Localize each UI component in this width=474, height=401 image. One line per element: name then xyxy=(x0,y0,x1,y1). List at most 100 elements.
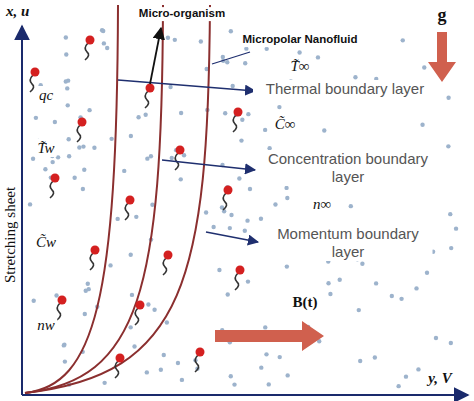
nanoparticle xyxy=(246,279,250,283)
sheet-label: Stretching sheet xyxy=(1,185,19,285)
nanoparticle xyxy=(64,52,68,56)
nanoparticle xyxy=(285,264,289,268)
nanoparticle xyxy=(101,29,105,33)
organism-arrow xyxy=(150,28,161,84)
nanoparticle xyxy=(122,169,126,173)
nanoparticle xyxy=(446,144,450,148)
micro-organism xyxy=(90,246,100,271)
organism-body xyxy=(136,301,145,310)
nanoparticle xyxy=(199,39,203,43)
organism-tail xyxy=(50,181,54,198)
nanoparticle xyxy=(28,202,32,206)
leader-arrow xyxy=(162,160,255,170)
nanoparticle xyxy=(416,367,420,371)
organism-label: Micro-organism xyxy=(137,7,227,21)
micro-organism xyxy=(77,118,87,143)
organism-body xyxy=(164,251,173,260)
nanoparticle xyxy=(152,307,156,311)
nanoparticle xyxy=(422,65,426,69)
magnetic-field-arrow xyxy=(215,321,324,351)
nanoparticle xyxy=(54,293,58,297)
nanoparticle xyxy=(284,186,288,190)
micro-organism xyxy=(50,174,60,199)
micro-organism xyxy=(195,348,205,373)
nanoparticle xyxy=(316,55,320,59)
nanoparticle xyxy=(67,154,71,158)
nanoparticle xyxy=(264,352,268,356)
organism-tail xyxy=(57,303,61,320)
micro-organism xyxy=(163,251,173,276)
nanoparticle xyxy=(259,365,263,369)
ambient-organism-density: n∞ xyxy=(311,195,333,213)
layer-label: Thermal boundary layer xyxy=(253,80,437,98)
organism-body xyxy=(236,266,245,275)
organism-tail xyxy=(235,273,239,290)
organism-tail xyxy=(135,308,139,325)
organism-body xyxy=(31,68,40,77)
nanoparticle xyxy=(65,86,69,90)
nanoparticle xyxy=(349,204,353,208)
micro-organism xyxy=(223,186,233,211)
nanoparticle xyxy=(223,111,227,115)
nanoparticle xyxy=(50,160,54,164)
x-axis xyxy=(21,26,23,395)
nanoparticle xyxy=(278,355,282,359)
nanoparticle xyxy=(245,218,249,222)
organism-body xyxy=(146,84,155,93)
organism-tail xyxy=(163,258,167,275)
nanoparticle xyxy=(53,120,57,124)
nanoparticle xyxy=(358,359,362,363)
nanoparticle xyxy=(396,384,400,388)
nanoparticle xyxy=(204,210,208,214)
nanoparticle xyxy=(373,355,377,359)
micro-organism xyxy=(145,84,155,109)
nanoparticle xyxy=(150,203,154,207)
nanoparticle xyxy=(401,38,405,42)
organism-body xyxy=(91,246,100,255)
gravity-arrow xyxy=(428,32,456,82)
nanoparticle xyxy=(64,35,68,39)
nanoparticle xyxy=(328,292,332,296)
nanoparticle-dots xyxy=(28,28,458,388)
layer-label: Momentum boundary layer xyxy=(264,225,433,261)
nanoparticle xyxy=(211,225,215,229)
nanoparticle xyxy=(226,292,230,296)
momentum-layer-curve xyxy=(25,5,210,393)
nanoparticle xyxy=(87,287,91,291)
leader-arrow xyxy=(206,232,258,242)
nanoparticle xyxy=(243,229,247,233)
organism-body xyxy=(126,196,135,205)
organism-body xyxy=(234,108,243,117)
y-axis xyxy=(22,394,468,396)
organism-tail xyxy=(85,43,89,60)
micro-organism xyxy=(235,266,245,291)
nanoparticle xyxy=(136,115,140,119)
nanoparticle xyxy=(228,226,232,230)
nanoparticle xyxy=(143,113,147,117)
nanoparticle xyxy=(263,325,267,329)
wall-temperature: T̃w xyxy=(35,139,56,157)
concentration-layer-curve xyxy=(25,5,163,393)
thermal-layer-curve xyxy=(25,5,118,393)
nanoparticle xyxy=(248,187,252,191)
nanoparticle xyxy=(244,46,248,50)
nanoparticle xyxy=(326,281,330,285)
nanoparticle xyxy=(454,226,458,230)
nanoparticle xyxy=(232,382,236,386)
nanoparticle xyxy=(132,344,136,348)
nanoparticle xyxy=(285,373,289,377)
nanoparticle xyxy=(115,217,119,221)
nanoparticle xyxy=(129,134,133,138)
nanoparticle xyxy=(109,137,113,141)
micro-organism xyxy=(175,146,185,171)
nanoparticle xyxy=(221,55,225,59)
organism-tail xyxy=(115,361,119,378)
nanoparticle xyxy=(159,367,163,371)
nanoparticle xyxy=(102,381,106,385)
nanoparticle xyxy=(390,294,394,298)
nanoparticle xyxy=(63,359,67,363)
nanoparticle xyxy=(259,217,263,221)
nanoparticle xyxy=(179,177,183,181)
nanoparticle xyxy=(105,46,109,50)
nanoparticle xyxy=(166,36,170,40)
